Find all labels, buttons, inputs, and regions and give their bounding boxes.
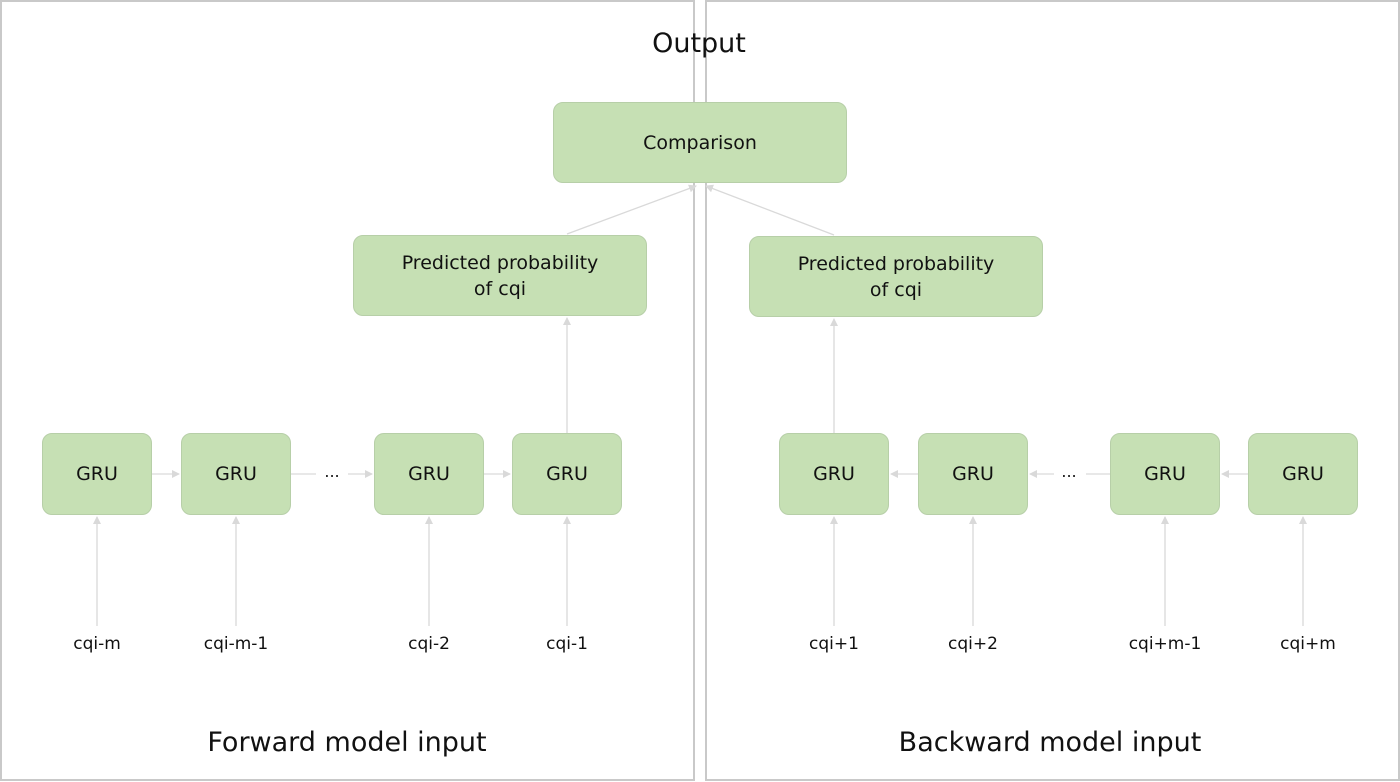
gru-label: GRU bbox=[1282, 463, 1324, 485]
forward-input-label: cqi-1 bbox=[546, 634, 588, 654]
forward-input-label: cqi-2 bbox=[408, 634, 450, 654]
backward-input-label: cqi+2 bbox=[948, 634, 998, 654]
backward-input-label: cqi+1 bbox=[809, 634, 859, 654]
gru-label: GRU bbox=[408, 463, 450, 485]
forward-gru-1: GRU bbox=[42, 433, 152, 515]
forward-input-label: cqi-m bbox=[73, 634, 121, 654]
forward-gru-2: GRU bbox=[181, 433, 291, 515]
backward-input-label: cqi+m bbox=[1280, 634, 1336, 654]
backward-gru-2: GRU bbox=[918, 433, 1028, 515]
predicted-probability-forward-node: Predicted probability of cqi bbox=[353, 235, 647, 316]
backward-gru-1: GRU bbox=[779, 433, 889, 515]
gru-label: GRU bbox=[1144, 463, 1186, 485]
gru-label: GRU bbox=[952, 463, 994, 485]
predicted-probability-backward-node: Predicted probability of cqi bbox=[749, 236, 1043, 317]
gru-label: GRU bbox=[813, 463, 855, 485]
forward-ellipsis: ... bbox=[324, 462, 340, 481]
backward-gru-4: GRU bbox=[1248, 433, 1358, 515]
comparison-label: Comparison bbox=[643, 131, 757, 154]
gru-label: GRU bbox=[546, 463, 588, 485]
output-title: Output bbox=[652, 28, 746, 59]
backward-ellipsis: ... bbox=[1061, 462, 1077, 481]
forward-input-label: cqi-m-1 bbox=[203, 634, 269, 654]
predicted-probability-backward-label: Predicted probability of cqi bbox=[797, 252, 995, 301]
forward-gru-4: GRU bbox=[512, 433, 622, 515]
forward-gru-3: GRU bbox=[374, 433, 484, 515]
predicted-probability-forward-label: Predicted probability of cqi bbox=[401, 251, 599, 300]
backward-input-label: cqi+m-1 bbox=[1128, 634, 1202, 654]
comparison-node: Comparison bbox=[553, 102, 847, 183]
forward-model-caption: Forward model input bbox=[207, 727, 487, 758]
backward-model-caption: Backward model input bbox=[898, 727, 1202, 758]
backward-gru-3: GRU bbox=[1110, 433, 1220, 515]
gru-label: GRU bbox=[215, 463, 257, 485]
gru-label: GRU bbox=[76, 463, 118, 485]
